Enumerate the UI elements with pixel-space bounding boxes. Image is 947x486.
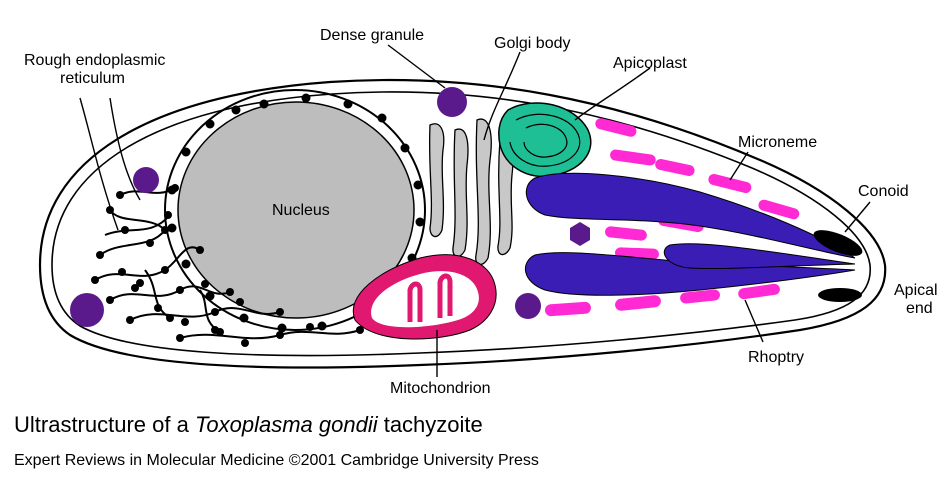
caption-credit: Expert Reviews in Molecular Medicine ©20… [14, 452, 539, 470]
label-conoid: Conoid [858, 183, 909, 200]
label-microneme: Microneme [738, 134, 817, 151]
label-golgi-body: Golgi body [494, 35, 571, 52]
apical-body [818, 288, 862, 302]
label-rough-er-2: reticulum [60, 70, 125, 87]
caption-title-species: Toxoplasma gondii [195, 412, 378, 437]
label-apical-end-2: end [906, 300, 933, 317]
caption-title-pre: Ultrastructure of a [14, 412, 195, 437]
label-nucleus: Nucleus [272, 202, 330, 219]
label-rhoptry: Rhoptry [748, 349, 804, 366]
caption-title-post: tachyzoite [378, 412, 483, 437]
label-mitochondrion: Mitochondrion [390, 380, 491, 397]
caption-title: Ultrastructure of a Toxoplasma gondii ta… [14, 412, 483, 438]
label-apical-end-1: Apical [894, 282, 938, 299]
label-dense-granule: Dense granule [320, 27, 424, 44]
label-rough-er-1: Rough endoplasmic [24, 52, 165, 69]
label-apicoplast: Apicoplast [613, 55, 687, 72]
